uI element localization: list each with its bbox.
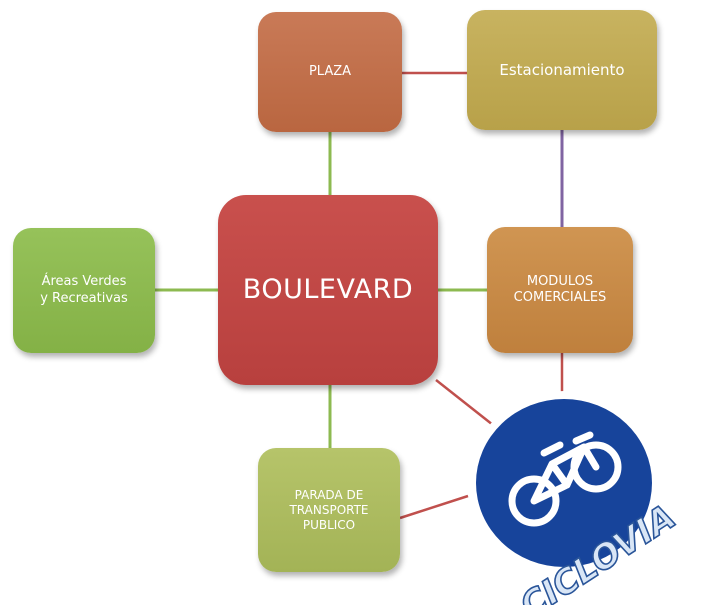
node-estacionamiento-label: Estacionamiento (499, 60, 625, 79)
node-boulevard: BOULEVARD (218, 195, 438, 385)
node-plaza-label: PLAZA (308, 63, 352, 79)
node-areas-verdes: Áreas Verdes y Recreativas (13, 228, 155, 353)
node-modulos-comerciales: MODULOS COMERCIALES (487, 227, 633, 353)
node-parada-transporte-label: PARADA DE TRANSPORTE PUBLICO (289, 487, 369, 532)
node-boulevard-label: BOULEVARD (242, 274, 414, 306)
node-areas-verdes-label: Áreas Verdes y Recreativas (40, 274, 128, 306)
node-parada-transporte: PARADA DE TRANSPORTE PUBLICO (258, 448, 400, 572)
node-plaza: PLAZA (258, 12, 402, 132)
node-estacionamiento: Estacionamiento (467, 10, 657, 130)
ciclovia-text: CICLOVIA (513, 505, 682, 605)
bicycle-icon (508, 431, 622, 527)
connector-parada-ciclovia (399, 494, 469, 520)
node-modulos-comerciales-label: MODULOS COMERCIALES (513, 273, 607, 305)
connector-boulevard-ciclovia (435, 379, 494, 426)
bicycle-sign (468, 391, 660, 575)
ciclovia-label: CICLOVIA (513, 505, 684, 605)
